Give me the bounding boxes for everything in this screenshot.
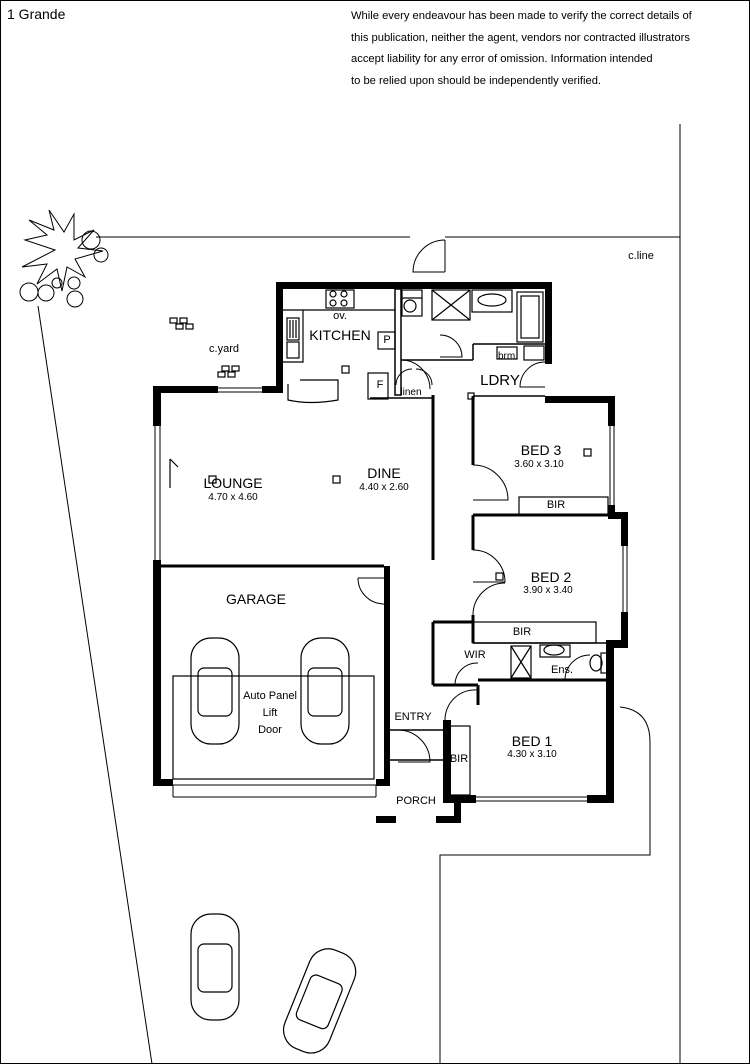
garage-door-text: Auto Panel Lift Door xyxy=(243,688,297,739)
ensuite-label: Ens. xyxy=(550,664,574,676)
entry-label: ENTRY xyxy=(394,711,432,723)
external-walls xyxy=(153,282,628,823)
kitchen-label: KITCHEN xyxy=(309,327,371,343)
bed3-size: 3.60 x 3.10 xyxy=(514,459,564,470)
garage-door-panel xyxy=(172,675,375,780)
door-swing-icon xyxy=(357,239,591,763)
lounge-label: LOUNGE xyxy=(203,475,263,491)
garage-label: GARAGE xyxy=(226,591,286,607)
c-yard-label: c.yard xyxy=(209,343,239,355)
disclaimer-line: this publication, neither the agent, ven… xyxy=(351,31,690,44)
dine-label: DINE xyxy=(367,465,401,481)
kitchen-benches xyxy=(283,289,396,404)
disclaimer: While every endeavour has been made to v… xyxy=(351,6,746,92)
bed2-size: 3.90 x 3.40 xyxy=(523,585,573,596)
garage-door-line: Lift xyxy=(262,707,278,719)
dine-size: 4.40 x 2.60 xyxy=(359,482,409,493)
porch-label: PORCH xyxy=(396,795,436,807)
basin-label: brm. xyxy=(498,351,518,362)
car-icon xyxy=(190,637,357,1054)
lounge-size: 4.70 x 4.60 xyxy=(208,492,258,503)
bed2-label: BED 2 xyxy=(530,569,572,585)
windows xyxy=(154,284,628,802)
garage-door-line: Door xyxy=(258,724,282,736)
pantry-label: P xyxy=(383,334,391,346)
fridge-label: F xyxy=(376,379,384,391)
bed1-robe-label: BIR xyxy=(449,753,469,765)
disclaimer-line: to be relied upon should be independentl… xyxy=(351,74,602,87)
cooktop-icon xyxy=(329,290,348,307)
oven-label: ov. xyxy=(333,310,347,322)
site-boundary xyxy=(37,124,681,1064)
laundry-label: LDRY xyxy=(480,372,520,389)
markers xyxy=(169,317,592,581)
bed3-robe-label: BIR xyxy=(546,499,566,511)
disclaimer-line: accept liability for any error of omissi… xyxy=(351,53,653,65)
garage-door-line: Auto Panel xyxy=(243,690,297,702)
shrub-icon xyxy=(19,276,84,308)
bed1-size: 4.30 x 3.10 xyxy=(507,749,557,760)
robes xyxy=(447,496,609,796)
toilet-icon xyxy=(403,299,609,674)
bed1-label: BED 1 xyxy=(511,733,553,749)
sink-icon xyxy=(510,644,571,679)
c-line-label: c.line xyxy=(628,250,654,262)
tree-icon xyxy=(21,209,109,292)
bed2-robe-label: BIR xyxy=(512,626,532,638)
bathtub-icon xyxy=(477,293,507,307)
bed3-label: BED 3 xyxy=(520,442,562,458)
bathroom-fixtures xyxy=(401,289,545,361)
disclaimer-line: While every endeavour has been made to v… xyxy=(351,10,692,22)
plan-title: 1 Grande xyxy=(7,6,66,22)
linen-label: linen xyxy=(400,387,422,398)
wir-label: WIR xyxy=(464,649,486,661)
